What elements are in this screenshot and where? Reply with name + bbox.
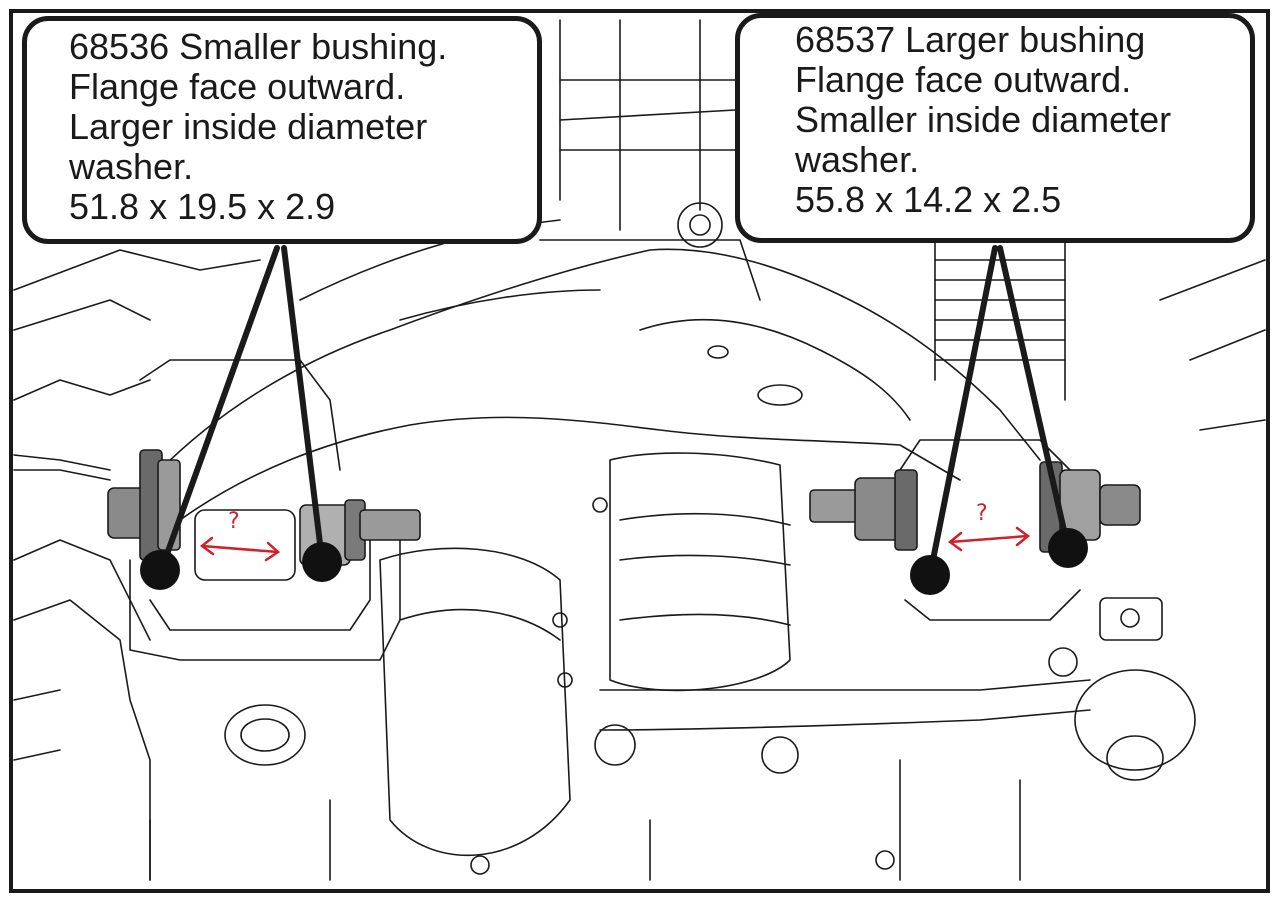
red-gap-annotation-right [947, 526, 1031, 552]
leader-lines [159, 245, 1071, 578]
marker-dot-left-inner [302, 542, 342, 582]
leader-right-2 [997, 245, 1071, 551]
red-gap-annotation-left [199, 536, 281, 562]
callout-right-line-3: Smaller inside diameter [795, 99, 1172, 140]
callout-right-bushing: 68537 Larger bushing Flange face outward… [735, 13, 1255, 243]
callout-left-line-2: Flange face outward. [69, 66, 406, 107]
callout-right-line-5: 55.8 x 14.2 x 2.5 [795, 179, 1062, 220]
callout-left-line-1: 68536 Smaller bushing. [69, 26, 448, 67]
marker-dot-left-outer [140, 550, 180, 590]
gap-question-left: ? [228, 509, 240, 534]
callout-left-line-3: Larger inside diameter [69, 106, 428, 147]
leader-left-1 [159, 245, 280, 571]
callout-left-line-5: 51.8 x 19.5 x 2.9 [69, 186, 336, 227]
callout-right-line-4: washer. [795, 139, 920, 180]
gap-question-right: ? [976, 501, 988, 526]
callout-left-bushing: 68536 Smaller bushing. Flange face outwa… [22, 16, 542, 244]
callout-right-line-1: 68537 Larger bushing [795, 19, 1146, 60]
leader-left-2 [281, 245, 325, 563]
marker-dot-right-inner [910, 555, 950, 595]
callout-left-line-4: washer. [69, 146, 194, 187]
diagram-border [9, 9, 1270, 893]
leader-right-1 [927, 245, 998, 578]
leader-dots [140, 528, 1088, 595]
marker-dot-right-outer [1048, 528, 1088, 568]
callout-right-line-2: Flange face outward. [795, 59, 1132, 100]
